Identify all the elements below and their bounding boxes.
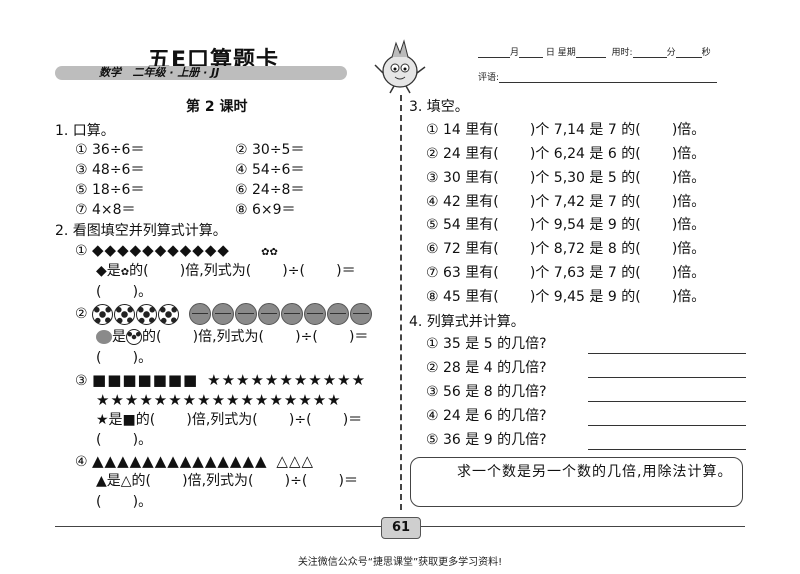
gray-ball-icon — [280, 303, 303, 325]
star-icons: ★★★★★★★★★★★★★★★★★ — [96, 391, 342, 409]
q4-item: ⑤ 36 是 9 的几倍? — [426, 432, 547, 448]
q2-p4-tail: ( )。 — [96, 494, 153, 510]
q4-title: 4. 列算式并计算。 — [409, 314, 525, 330]
footer-note: 关注微信公众号“捷思课堂”获取更多学习资料! — [297, 557, 503, 568]
q3-item: ② 24 里有( )个 6,24 是 6 的( )倍。 — [426, 146, 706, 162]
square-icons: ■■■■■■■ — [92, 371, 199, 389]
gray-ball-icon — [188, 303, 211, 325]
tip-box: 求一个数是另一个数的几倍,用除法计算。 — [410, 457, 743, 507]
tip-text: 求一个数是另一个数的几倍,用除法计算。 — [457, 464, 733, 480]
answer-line — [588, 401, 746, 402]
q2-p1-text: ◆是✿的( )倍,列式为( )÷( )＝ — [96, 263, 356, 279]
star-icons: ★★★★★★★★★★★ — [207, 371, 367, 389]
gray-ball-icon — [349, 303, 372, 325]
q1-item: ⑥ 24÷8＝ — [235, 182, 305, 198]
date-line: 月 日 星期 用时:分秒 — [478, 45, 711, 58]
q2-p2-tail: ( )。 — [96, 350, 153, 366]
comment-line: 评语: — [478, 70, 718, 83]
soccer-ball-icon — [114, 303, 136, 325]
soccer-ball-icon — [136, 303, 158, 325]
mascot-icon — [374, 39, 426, 94]
gray-ball-icon — [326, 303, 349, 325]
q2-p4-row: ④ ▲▲▲▲▲▲▲▲▲▲▲▲▲▲ △△△ — [75, 452, 315, 470]
hollow-triangle-icons: △△△ — [276, 452, 315, 470]
q3-item: ④ 42 里有( )个 7,42 是 7 的( )倍。 — [426, 194, 706, 210]
q3-item: ⑥ 72 里有( )个 8,72 是 8 的( )倍。 — [426, 241, 706, 257]
answer-line — [588, 425, 746, 426]
q1-item: ④ 54÷6＝ — [235, 162, 305, 178]
q4-item: ④ 24 是 6 的几倍? — [426, 408, 547, 424]
q2-title: 2. 看图填空并列算式计算。 — [55, 223, 227, 239]
q2-p2-text: 是的( )倍,列式为( )÷( )＝ — [96, 328, 368, 346]
q2-p3-stars: ★★★★★★★★★★★★★★★★★ — [96, 391, 342, 410]
triangle-icons: ▲▲▲▲▲▲▲▲▲▲▲▲▲▲ — [92, 452, 268, 470]
q3-item: ③ 30 里有( )个 5,30 是 5 的( )倍。 — [426, 170, 706, 186]
q1-item: ⑤ 18÷6＝ — [75, 182, 145, 198]
q3-title: 3. 填空。 — [409, 99, 469, 115]
gray-ball-icon — [234, 303, 257, 325]
q1-item: ③ 48÷6＝ — [75, 162, 145, 178]
flower-icons: ✿✿ — [261, 247, 278, 258]
q1-item: ⑧ 6×9＝ — [235, 202, 296, 218]
q3-item: ⑦ 63 里有( )个 7,63 是 7 的( )倍。 — [426, 265, 706, 281]
subject-bar: 数学 二年级 · 上册 · JJ — [55, 66, 347, 80]
q3-item: ⑧ 45 里有( )个 9,45 是 9 的( )倍。 — [426, 289, 706, 305]
soccer-ball-icon — [158, 303, 180, 325]
q4-item: ② 28 是 4 的几倍? — [426, 360, 547, 376]
q2-p3-row: ③ ■■■■■■■ ★★★★★★★★★★★ — [75, 371, 367, 389]
q3-item: ① 14 里有( )个 7,14 是 7 的( )倍。 — [426, 122, 706, 138]
diamond-icons: ◆◆◆◆◆◆◆◆◆◆◆ — [92, 241, 230, 259]
q2-p2-row: ② — [75, 303, 373, 325]
gray-ball-icon — [96, 330, 112, 344]
gray-ball-icon — [257, 303, 280, 325]
answer-line — [588, 353, 746, 354]
q4-item: ① 35 是 5 的几倍? — [426, 336, 547, 352]
q1-item: ① 36÷6＝ — [75, 142, 145, 158]
subject-label: 数学 二年级 · 上册 · JJ — [99, 66, 220, 79]
q2-p3-tail: ( )。 — [96, 432, 153, 448]
gray-ball-icon — [211, 303, 234, 325]
q2-p3-text: ★是■的( )倍,列式为( )÷( )＝ — [96, 412, 363, 428]
lesson-title: 第 2 课时 — [186, 99, 248, 115]
answer-line — [588, 449, 746, 450]
q2-p1-row: ① ◆◆◆◆◆◆◆◆◆◆◆ ✿✿ — [75, 241, 278, 259]
q1-title: 1. 口算。 — [55, 123, 115, 139]
gray-ball-icon — [303, 303, 326, 325]
column-divider — [400, 95, 402, 510]
q4-item: ③ 56 是 8 的几倍? — [426, 384, 547, 400]
q2-p1-tail: ( )。 — [96, 284, 153, 300]
soccer-ball-icon — [92, 303, 114, 325]
page-number: 61 — [381, 517, 421, 539]
q2-p4-text: ▲是△的( )倍,列式为( )÷( )＝ — [96, 473, 358, 489]
q1-item: ⑦ 4×8＝ — [75, 202, 136, 218]
q3-item: ⑤ 54 里有( )个 9,54 是 9 的( )倍。 — [426, 217, 706, 233]
answer-line — [588, 377, 746, 378]
q1-item: ② 30÷5＝ — [235, 142, 305, 158]
soccer-ball-icon — [126, 329, 142, 345]
